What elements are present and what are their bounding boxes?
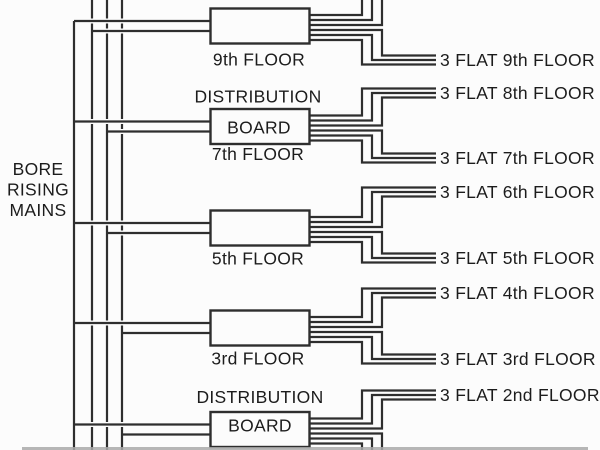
feeder-9th-up-1 <box>309 0 364 17</box>
feeder-4th-up-3 <box>309 296 436 329</box>
lines-layer <box>72 0 436 450</box>
feeder-5th-down-3 <box>309 240 436 264</box>
feeder-2nd-up-3 <box>309 398 436 430</box>
feeder-4th-up-2 <box>309 291 436 324</box>
feeder-3rd-down-3 <box>309 340 436 365</box>
rising-mains-conductors <box>72 0 124 450</box>
feeder-5th-down-1 <box>309 230 436 255</box>
feeder-8th-up-3 <box>309 96 436 127</box>
feeder-9th-up-3 <box>309 0 384 27</box>
flat-label-8th: 3 FLAT 8th FLOOR <box>440 83 595 103</box>
board-label-7th: BOARD <box>227 118 291 138</box>
distribution-label-7th: DISTRIBUTION <box>194 87 321 107</box>
flat-label-3rd: 3 FLAT 3rd FLOOR <box>440 349 596 369</box>
distribution-board-5th <box>209 209 311 247</box>
feeder-2nd-up-2 <box>309 393 436 425</box>
flat-label-5th: 3 FLAT 5th FLOOR <box>440 248 595 268</box>
floor-label-7th: 7th FLOOR <box>212 144 304 164</box>
floor-label-9th: 9th FLOOR <box>213 50 305 70</box>
feeder-4th-up-1 <box>309 287 436 319</box>
feeder-9th-down-3 <box>309 38 436 66</box>
board-tap-lines <box>74 19 211 436</box>
mains-label-line-2: RISING <box>7 180 69 200</box>
feeder-6th-up-2 <box>309 190 436 224</box>
flat-label-9th: 3 FLAT 9th FLOOR <box>440 50 595 70</box>
flat-label-6th: 3 FLAT 6th FLOOR <box>440 182 595 202</box>
feeder-7th-down-3 <box>309 139 436 164</box>
feeder-9th-up-2 <box>309 0 374 22</box>
feeder-9th-down-1 <box>309 28 436 57</box>
distribution-boards <box>209 7 311 449</box>
distribution-board-bottom <box>209 410 311 449</box>
mains-label-line-3: MAINS <box>10 200 67 220</box>
feeder-5th-down-2 <box>309 235 436 260</box>
feeder-6th-up-1 <box>309 186 436 219</box>
feeder-8th-up-2 <box>309 91 436 122</box>
distribution-board-3rd <box>209 309 311 347</box>
feeder-1st-down-1 <box>309 432 384 450</box>
feeder-3rd-down-2 <box>309 335 436 361</box>
distribution-board-7th <box>209 107 311 146</box>
flat-label-7th: 3 FLAT 7th FLOOR <box>440 148 595 168</box>
floor-label-5th: 5th FLOOR <box>212 249 304 269</box>
flat-label-4th: 3 FLAT 4th FLOOR <box>440 283 595 303</box>
floor-label-3rd: 3rd FLOOR <box>211 349 304 369</box>
feeder-2nd-up-1 <box>309 389 436 420</box>
flat-label-2nd: 3 FLAT 2nd FLOOR <box>440 385 600 405</box>
feeder-7th-down-1 <box>309 129 436 155</box>
feeder-6th-up-3 <box>309 195 436 229</box>
bottom-edge-band <box>22 447 588 450</box>
board-label-bottom: BOARD <box>228 416 292 436</box>
feeder-9th-down-2 <box>309 33 436 62</box>
feeder-8th-up-1 <box>309 87 436 117</box>
text-layer: BORE RISING MAINS 9th FLOOR DISTRIBUTION… <box>7 50 600 436</box>
feeder-1st-down-2 <box>309 437 374 450</box>
mains-label-line-1: BORE <box>13 159 64 179</box>
feeder-7th-down-2 <box>309 134 436 160</box>
distribution-board-9th <box>209 7 311 45</box>
feeder-3rd-down-1 <box>309 330 436 356</box>
flat-feeder-lines <box>309 0 436 450</box>
distribution-label-bottom: DISTRIBUTION <box>196 387 323 407</box>
